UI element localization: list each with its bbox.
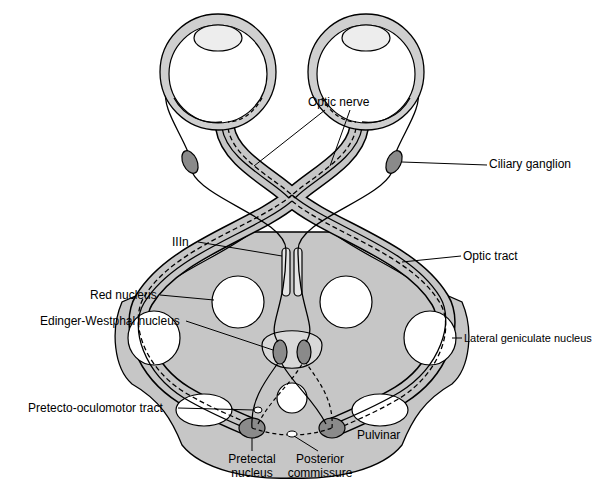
leader-line xyxy=(160,295,214,300)
structure-label: Pretectal nucleus xyxy=(220,452,284,480)
leader-line xyxy=(452,338,462,339)
leader-line xyxy=(252,438,253,451)
fiber-line xyxy=(306,363,332,428)
eye-interior xyxy=(169,25,267,123)
fiber-line xyxy=(222,128,289,198)
retinal-fiber xyxy=(174,98,222,122)
fiber-line xyxy=(258,364,302,424)
leader-line xyxy=(294,436,318,451)
leader-line xyxy=(178,408,254,410)
afferent-fibers xyxy=(138,128,445,431)
edinger-westphal-shape xyxy=(297,340,311,364)
structure-label: Pulvinar xyxy=(357,428,400,442)
white-structures xyxy=(128,276,456,426)
efferent-line xyxy=(192,172,286,342)
ciliary-ganglion-shape xyxy=(179,148,202,176)
tract-marker xyxy=(254,407,262,413)
red-nucleus-shape xyxy=(320,276,372,328)
leader-line xyxy=(254,110,325,166)
leader-line xyxy=(330,110,350,166)
efferent-line xyxy=(298,172,392,342)
fiber-line xyxy=(138,195,292,425)
sclera xyxy=(160,14,276,130)
posterior-commissure-shape xyxy=(287,431,297,437)
edinger-westphal-shape xyxy=(273,340,287,364)
leader-line xyxy=(402,256,461,262)
red-nucleus-shape xyxy=(212,276,264,328)
pretecto-oculomotor-fibers xyxy=(252,363,332,428)
right-eye xyxy=(308,14,424,130)
structure-label: Pretecto-oculomotor tract xyxy=(28,401,163,415)
fiber-line xyxy=(228,128,295,198)
pulvinar-shape xyxy=(352,394,408,426)
structure-label: Lateral geniculate nucleus xyxy=(464,331,592,345)
ciliary-ganglion-shape xyxy=(383,148,406,176)
retinal-fiber xyxy=(228,98,262,122)
fiber-line xyxy=(289,128,356,198)
structure-label: Ciliary ganglion xyxy=(489,157,571,171)
sclera xyxy=(308,14,424,130)
leader-line xyxy=(402,162,487,165)
lens xyxy=(194,25,242,51)
leader-lines xyxy=(160,110,487,451)
fiber-line xyxy=(292,195,446,425)
fiber-line xyxy=(252,363,278,428)
lgn-shape xyxy=(404,311,456,365)
fiber-line xyxy=(292,201,446,431)
band-fills xyxy=(138,128,445,428)
structure-label: Optic nerve xyxy=(308,95,369,109)
leader-line xyxy=(186,321,273,350)
aqueduct-shape xyxy=(277,383,307,413)
fiber-line xyxy=(282,364,326,424)
leader-line xyxy=(198,242,282,256)
fiber-line xyxy=(295,128,362,198)
structure-label: Red nucleus xyxy=(90,288,157,302)
structure-label: Edinger-Westphal nucleus xyxy=(40,314,180,328)
left-eye xyxy=(160,14,276,130)
lens xyxy=(342,25,390,51)
structure-label: IIIn xyxy=(172,235,189,249)
structure-label: Posterior commissure xyxy=(282,452,358,480)
band-outlines xyxy=(138,128,445,428)
structure-label: Optic tract xyxy=(463,249,518,263)
